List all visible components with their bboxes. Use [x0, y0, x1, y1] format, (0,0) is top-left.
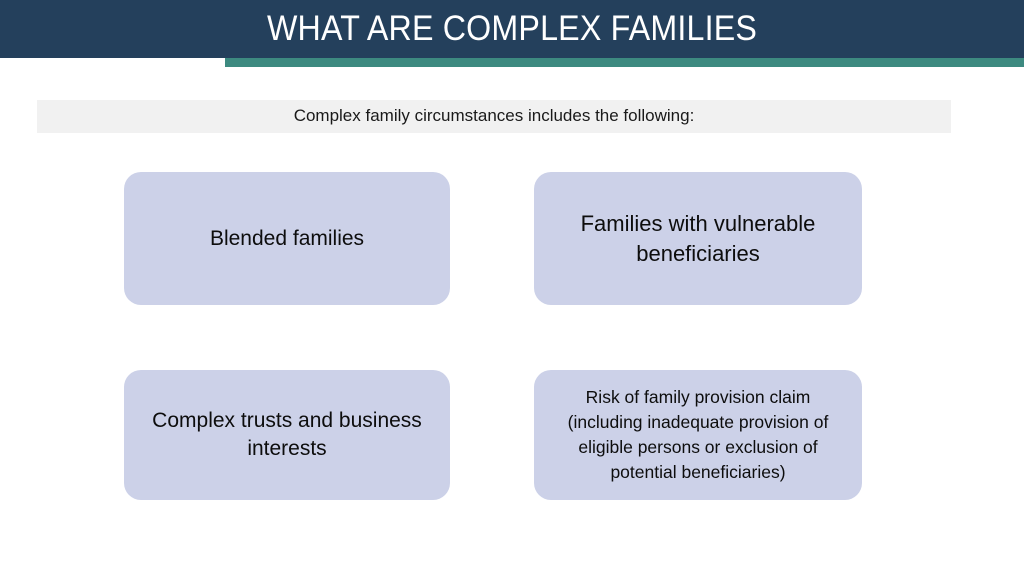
content-box-label: Complex trusts and business interests [152, 409, 422, 460]
subtitle-text: Complex family circumstances includes th… [293, 106, 695, 126]
content-box-blended-families[interactable]: Blended families [124, 172, 450, 305]
content-box-label: Families with vulnerable beneficiaries [580, 211, 816, 266]
content-box-complex-trusts[interactable]: Complex trusts and business interests [124, 370, 450, 500]
page-title: WHAT ARE COMPLEX FAMILIES [266, 9, 758, 48]
content-box-family-provision-claim[interactable]: Risk of family provision claim (includin… [534, 370, 862, 500]
subtitle-band: Complex family circumstances includes th… [37, 100, 951, 133]
content-box-vulnerable-beneficiaries[interactable]: Families with vulnerable beneficiaries [534, 172, 862, 305]
header-accent-bar [225, 58, 1024, 67]
header-bar [0, 0, 1024, 58]
content-box-label: Blended families [209, 226, 365, 250]
content-box-label: Risk of family provision claim (includin… [567, 387, 829, 482]
